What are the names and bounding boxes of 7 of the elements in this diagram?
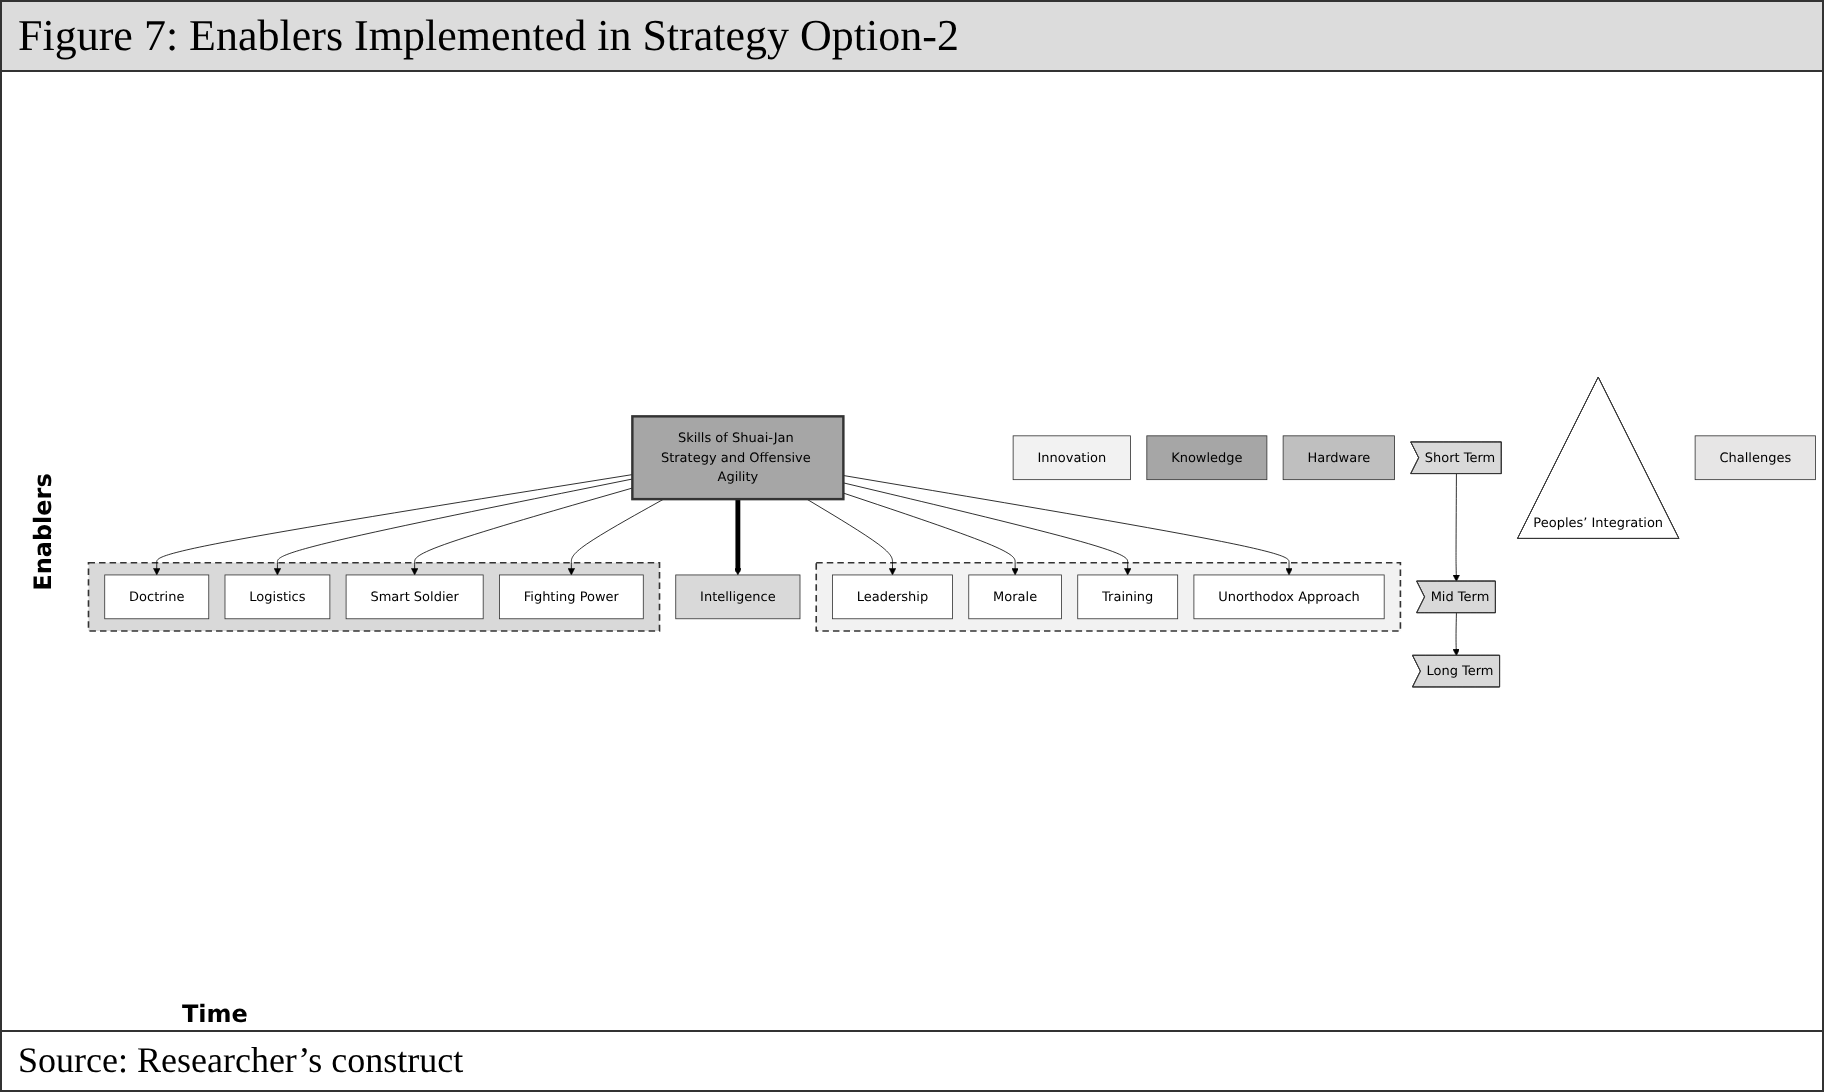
arrow bbox=[734, 499, 742, 576]
cluster bbox=[815, 561, 1402, 632]
cluster bbox=[87, 561, 661, 632]
axis-label: Time bbox=[180, 1000, 248, 1032]
axis-label: Enablers bbox=[28, 473, 56, 591]
figure-title: Figure 7: Enablers Implemented in Strategy Option-2 bbox=[2, 2, 1822, 72]
caption: Source: Researcher’s construct bbox=[2, 1030, 1822, 1090]
